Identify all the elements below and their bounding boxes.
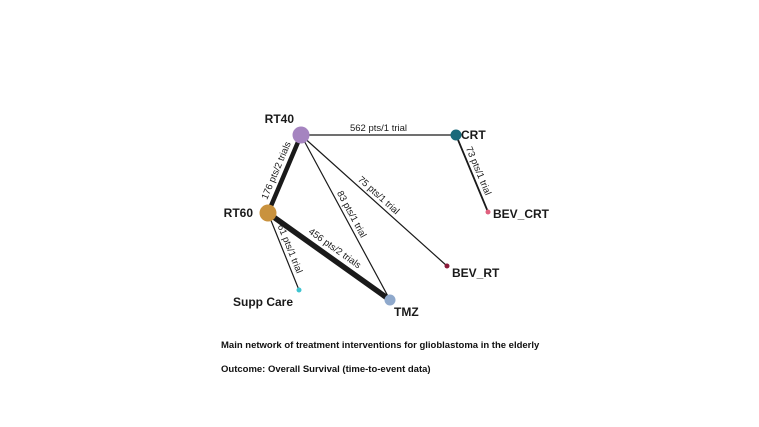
- edge-rt40-rt60: [265, 132, 304, 216]
- node-label-bev-crt: BEV_CRT: [493, 207, 550, 221]
- node-rt60: [259, 204, 277, 222]
- node-label-crt: CRT: [461, 128, 486, 142]
- caption-title: Main network of treatment interventions …: [221, 340, 540, 351]
- edge-rt60-supp-care: [267, 212, 300, 291]
- node-rt40: [292, 126, 310, 144]
- node-label-rt40: RT40: [265, 112, 295, 126]
- node-label-rt60: RT60: [224, 206, 254, 220]
- node-label-supp-care: Supp Care: [233, 295, 293, 309]
- caption-outcome: Outcome: Overall Survival (time-to-event…: [221, 364, 431, 375]
- edge-rt40-tmz: [300, 134, 391, 301]
- edges-layer: [265, 132, 489, 303]
- edge-label-rt40-tmz: 83 pts/1 trial: [334, 189, 368, 240]
- node-tmz: [384, 294, 396, 306]
- edge-label-rt40-crt: 562 pts/1 trial: [350, 123, 407, 134]
- node-label-tmz: TMZ: [394, 305, 419, 319]
- node-label-bev-rt: BEV_RT: [452, 266, 500, 280]
- edge-rt40-bev-rt: [300, 134, 448, 267]
- edge-crt-bev-crt: [455, 134, 489, 213]
- edge-rt60-tmz: [265, 210, 393, 303]
- node-crt: [450, 129, 462, 141]
- node-bev-rt: [444, 263, 450, 269]
- edge-label-rt40-bev-rt: 75 pts/1 trial: [355, 174, 401, 217]
- nodes-layer: [259, 126, 491, 306]
- node-bev-crt: [485, 209, 491, 215]
- node-supp-care: [296, 287, 302, 293]
